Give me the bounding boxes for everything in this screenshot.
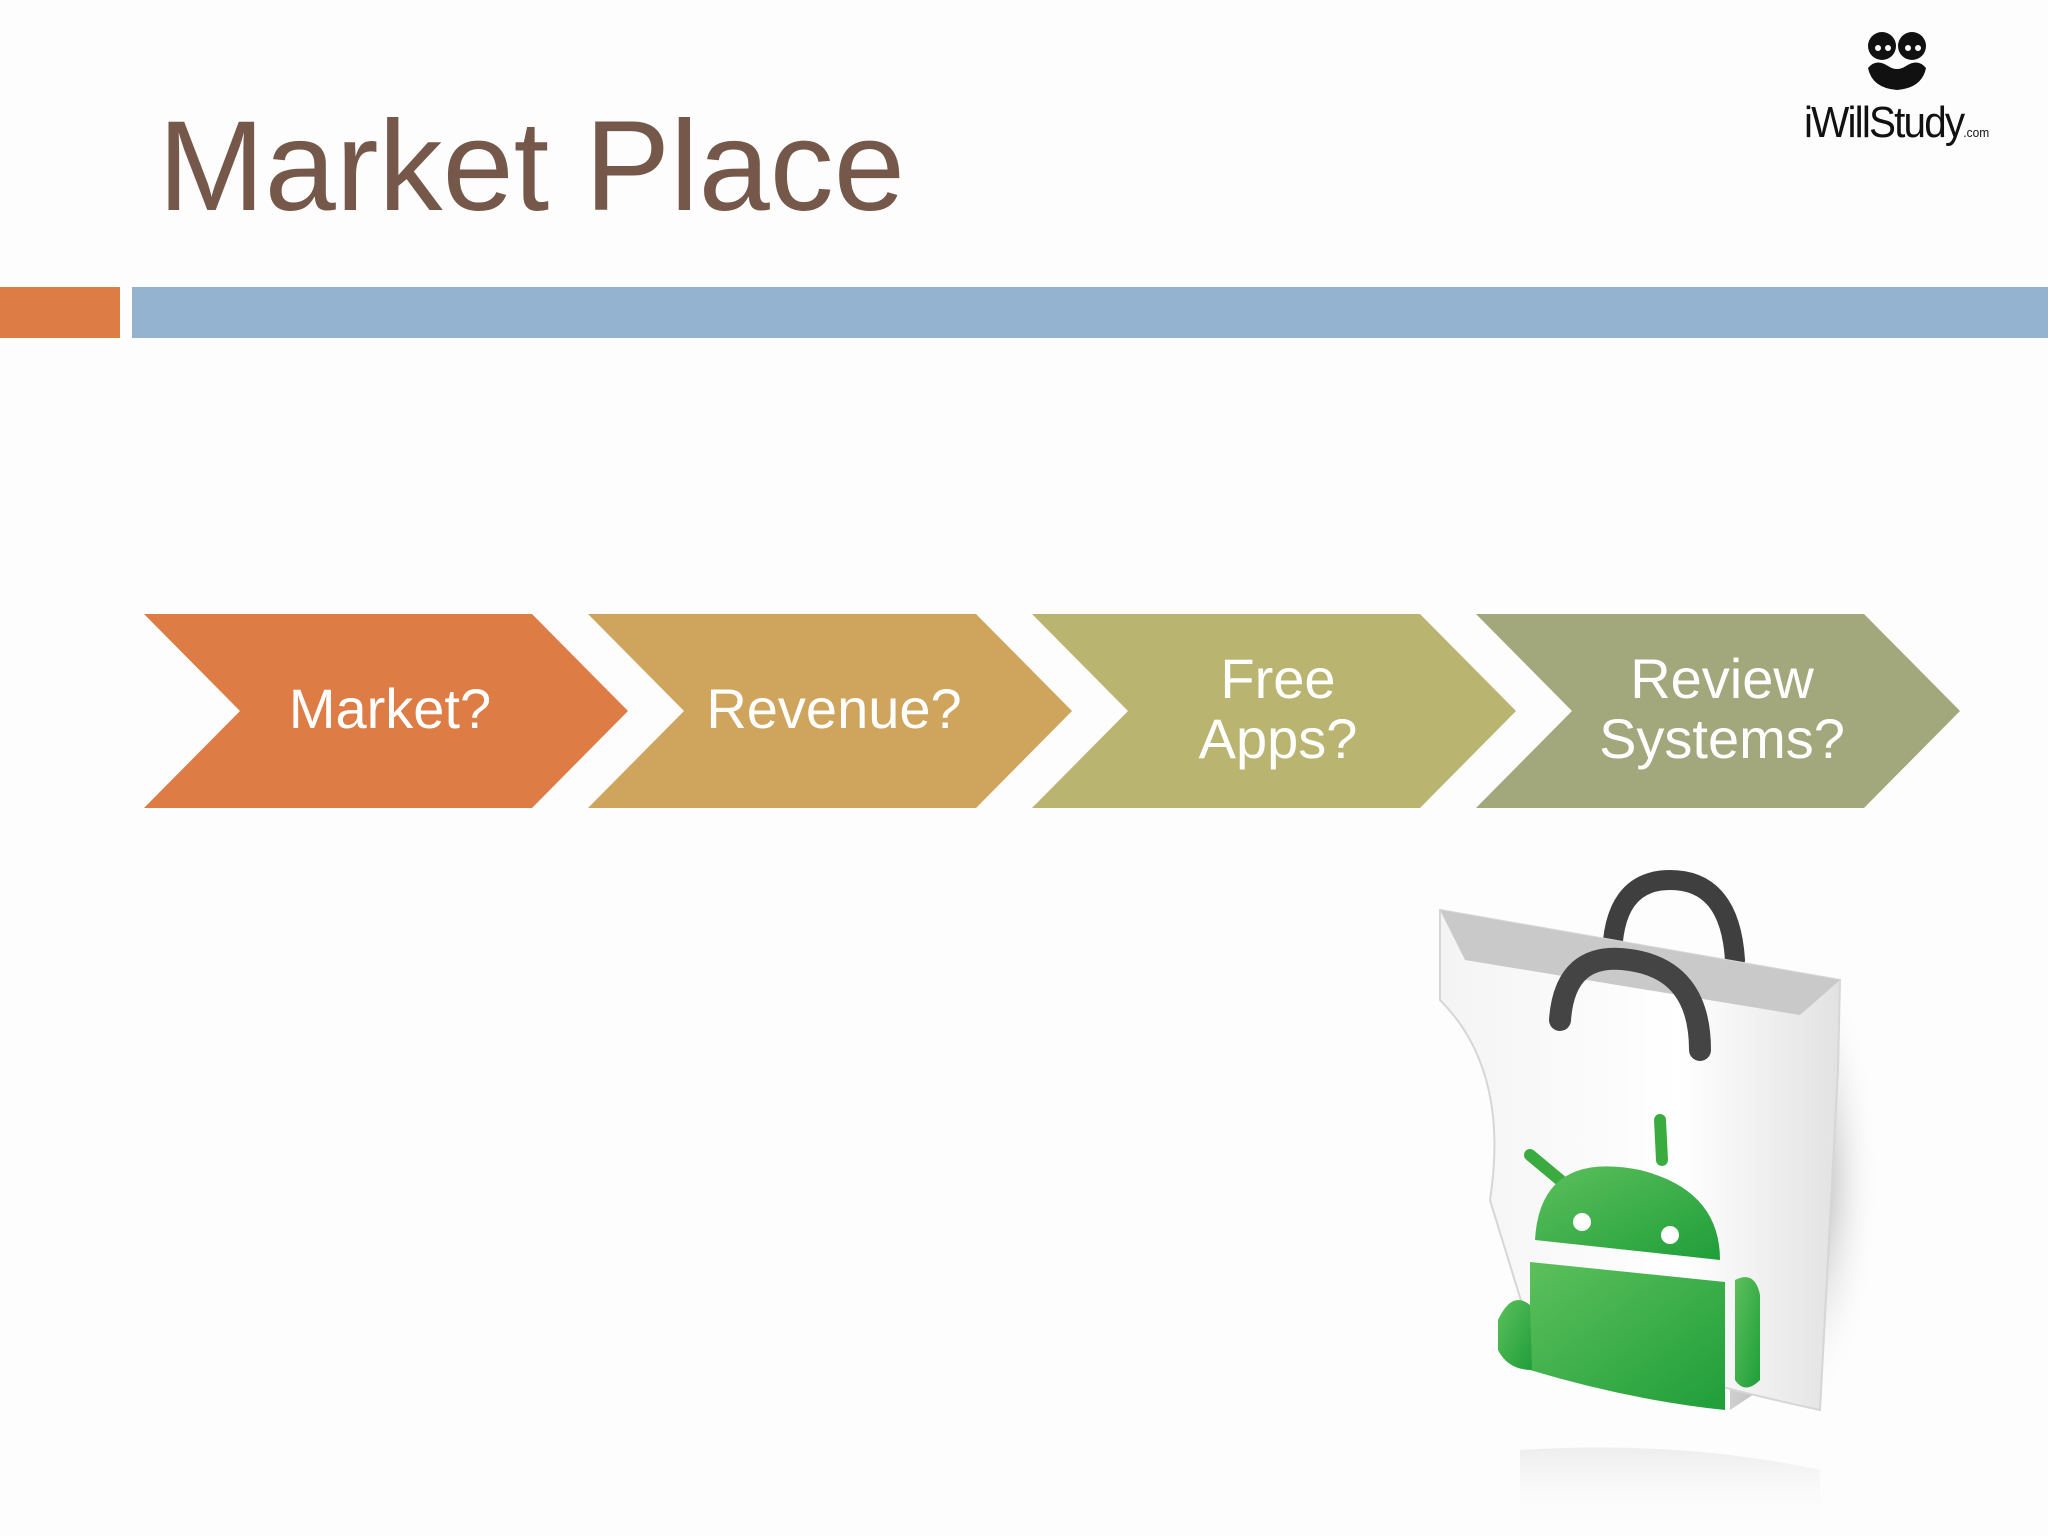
- chevron-label-1: Market?: [288, 677, 492, 740]
- chevron-label-2: Revenue?: [706, 677, 962, 740]
- android-market-bag-icon: [1439, 869, 1880, 1536]
- iwillstudy-logo: iWillStudy.com: [1800, 28, 2030, 152]
- header-accent-bar: [0, 287, 120, 338]
- chevron-label-4: Review Systems?: [1599, 647, 1845, 770]
- android-robot-icon: [1498, 1114, 1760, 1410]
- bag-reflection: [1520, 1447, 1820, 1536]
- header-main-bar: [132, 287, 2048, 338]
- chevron-step-2: [588, 614, 1072, 808]
- logo-brand: iWillStudy: [1804, 98, 1965, 147]
- chevron-step-1: [144, 614, 628, 808]
- bag-handle-back: [1602, 869, 1745, 970]
- chevron-step-3: [1032, 614, 1516, 808]
- logo-text: iWillStudy.com: [1804, 98, 1989, 148]
- slide-title: Market Place: [158, 95, 905, 238]
- logo-mascot-icon: [1868, 32, 1926, 90]
- chevron-label-3: Free Apps?: [1198, 647, 1358, 770]
- chevron-step-4: [1476, 614, 1960, 808]
- logo-suffix: .com: [1963, 125, 1990, 140]
- bag-handle-front: [1549, 947, 1711, 1061]
